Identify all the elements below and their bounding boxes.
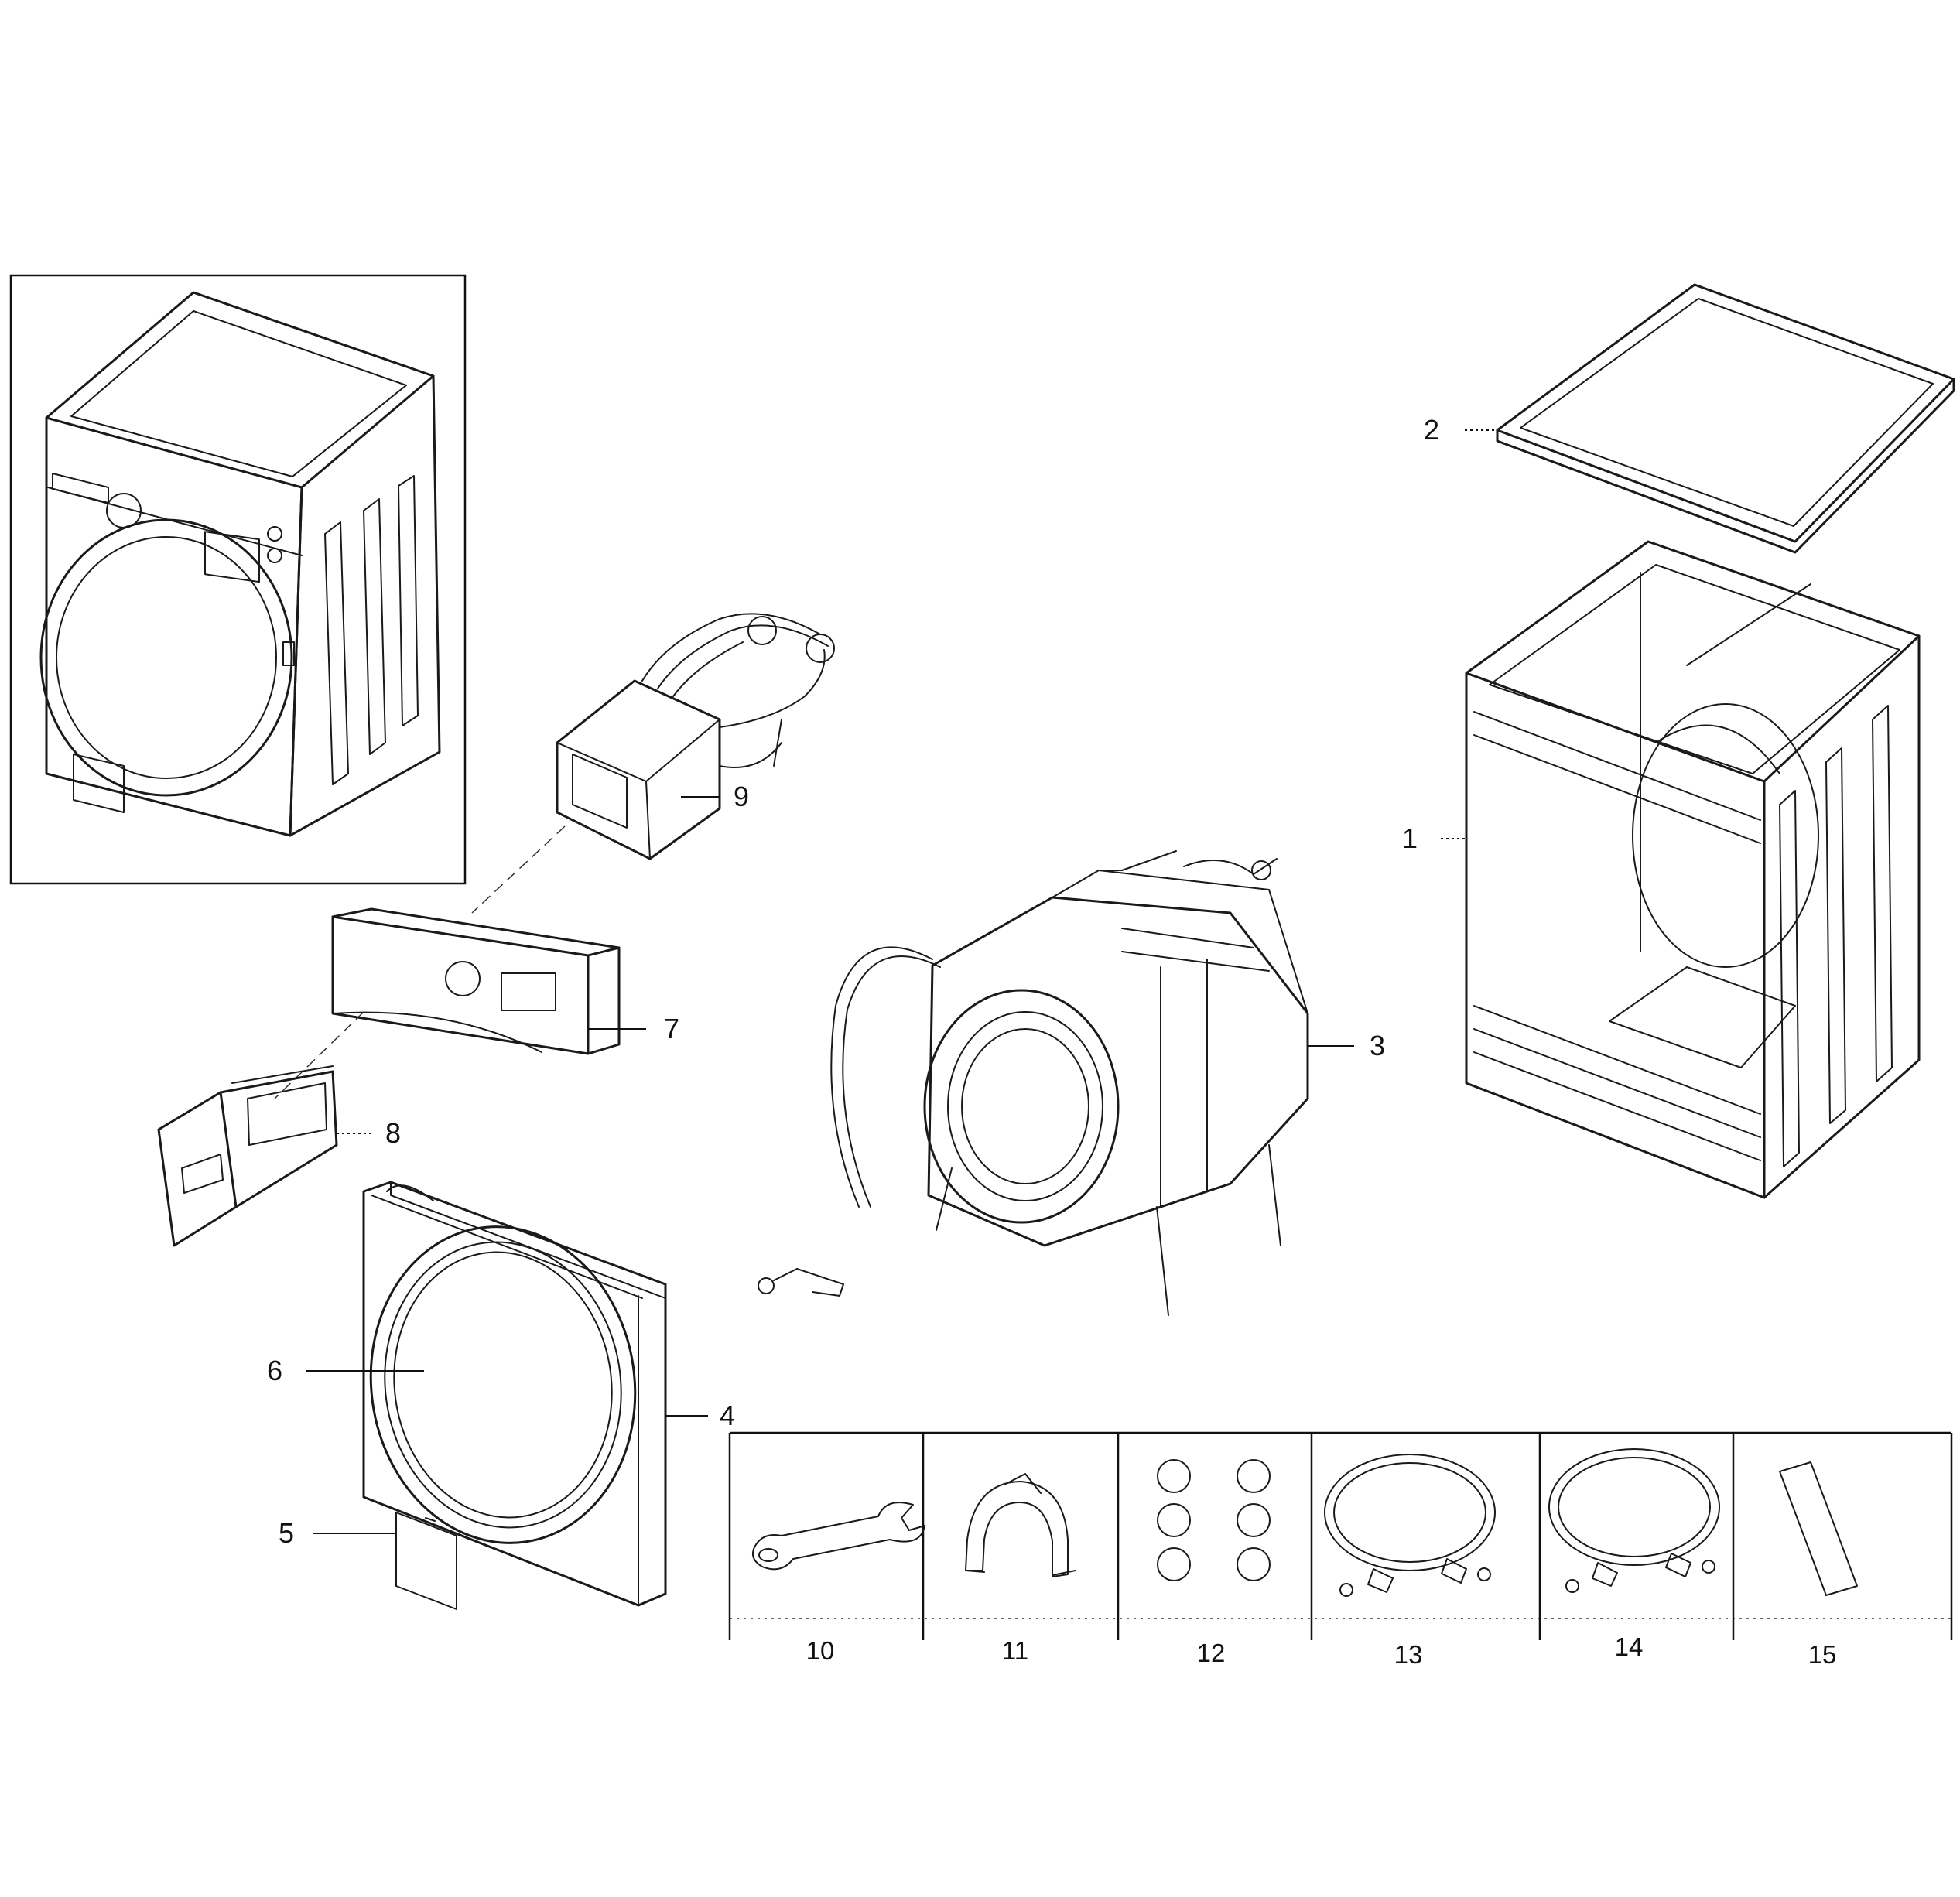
- callout-2: 2: [1424, 414, 1439, 446]
- part-9-valve-assembly: 9: [556, 613, 835, 860]
- callout-5: 5: [279, 1517, 294, 1549]
- callout-7: 7: [664, 1013, 679, 1044]
- accessory-number-13: 13: [1394, 1640, 1423, 1669]
- part-2-top-cover: 2: [1424, 283, 1955, 554]
- part-8-detergent-drawer: 8: [157, 1065, 401, 1247]
- callout-4: 4: [720, 1400, 735, 1431]
- part-3-tub-assembly: 3: [758, 850, 1385, 1316]
- callout-9: 9: [734, 781, 749, 812]
- part-5-filter-cover: 5: [279, 1512, 457, 1610]
- accessories-table: 10 11 12 13: [728, 1431, 1953, 1669]
- callout-1: 1: [1402, 822, 1418, 854]
- accessory-number-12: 12: [1197, 1639, 1226, 1667]
- accessory-number-11: 11: [1002, 1636, 1028, 1665]
- callout-8: 8: [385, 1117, 401, 1149]
- part-4-front-panel: 4: [362, 1181, 735, 1607]
- part-1-cabinet: 1: [1402, 540, 1921, 1199]
- inlet-hose-icon: [1548, 1448, 1720, 1593]
- assembled-washer-inset: [9, 274, 467, 885]
- callout-6: 6: [267, 1355, 282, 1386]
- sheet-icon: [1779, 1461, 1858, 1596]
- wrench-icon: [752, 1502, 925, 1571]
- accessory-number-10: 10: [806, 1636, 835, 1665]
- accessory-number-14: 14: [1615, 1632, 1644, 1661]
- accessory-number-15: 15: [1808, 1640, 1837, 1669]
- part-7-control-panel: 7: [331, 907, 679, 1055]
- hose-guide-icon: [965, 1473, 1076, 1577]
- callout-3: 3: [1370, 1030, 1385, 1061]
- inlet-hose-icon: [1324, 1454, 1496, 1597]
- part-6-door: 6: [267, 1225, 637, 1544]
- caps-icon: [1157, 1459, 1271, 1581]
